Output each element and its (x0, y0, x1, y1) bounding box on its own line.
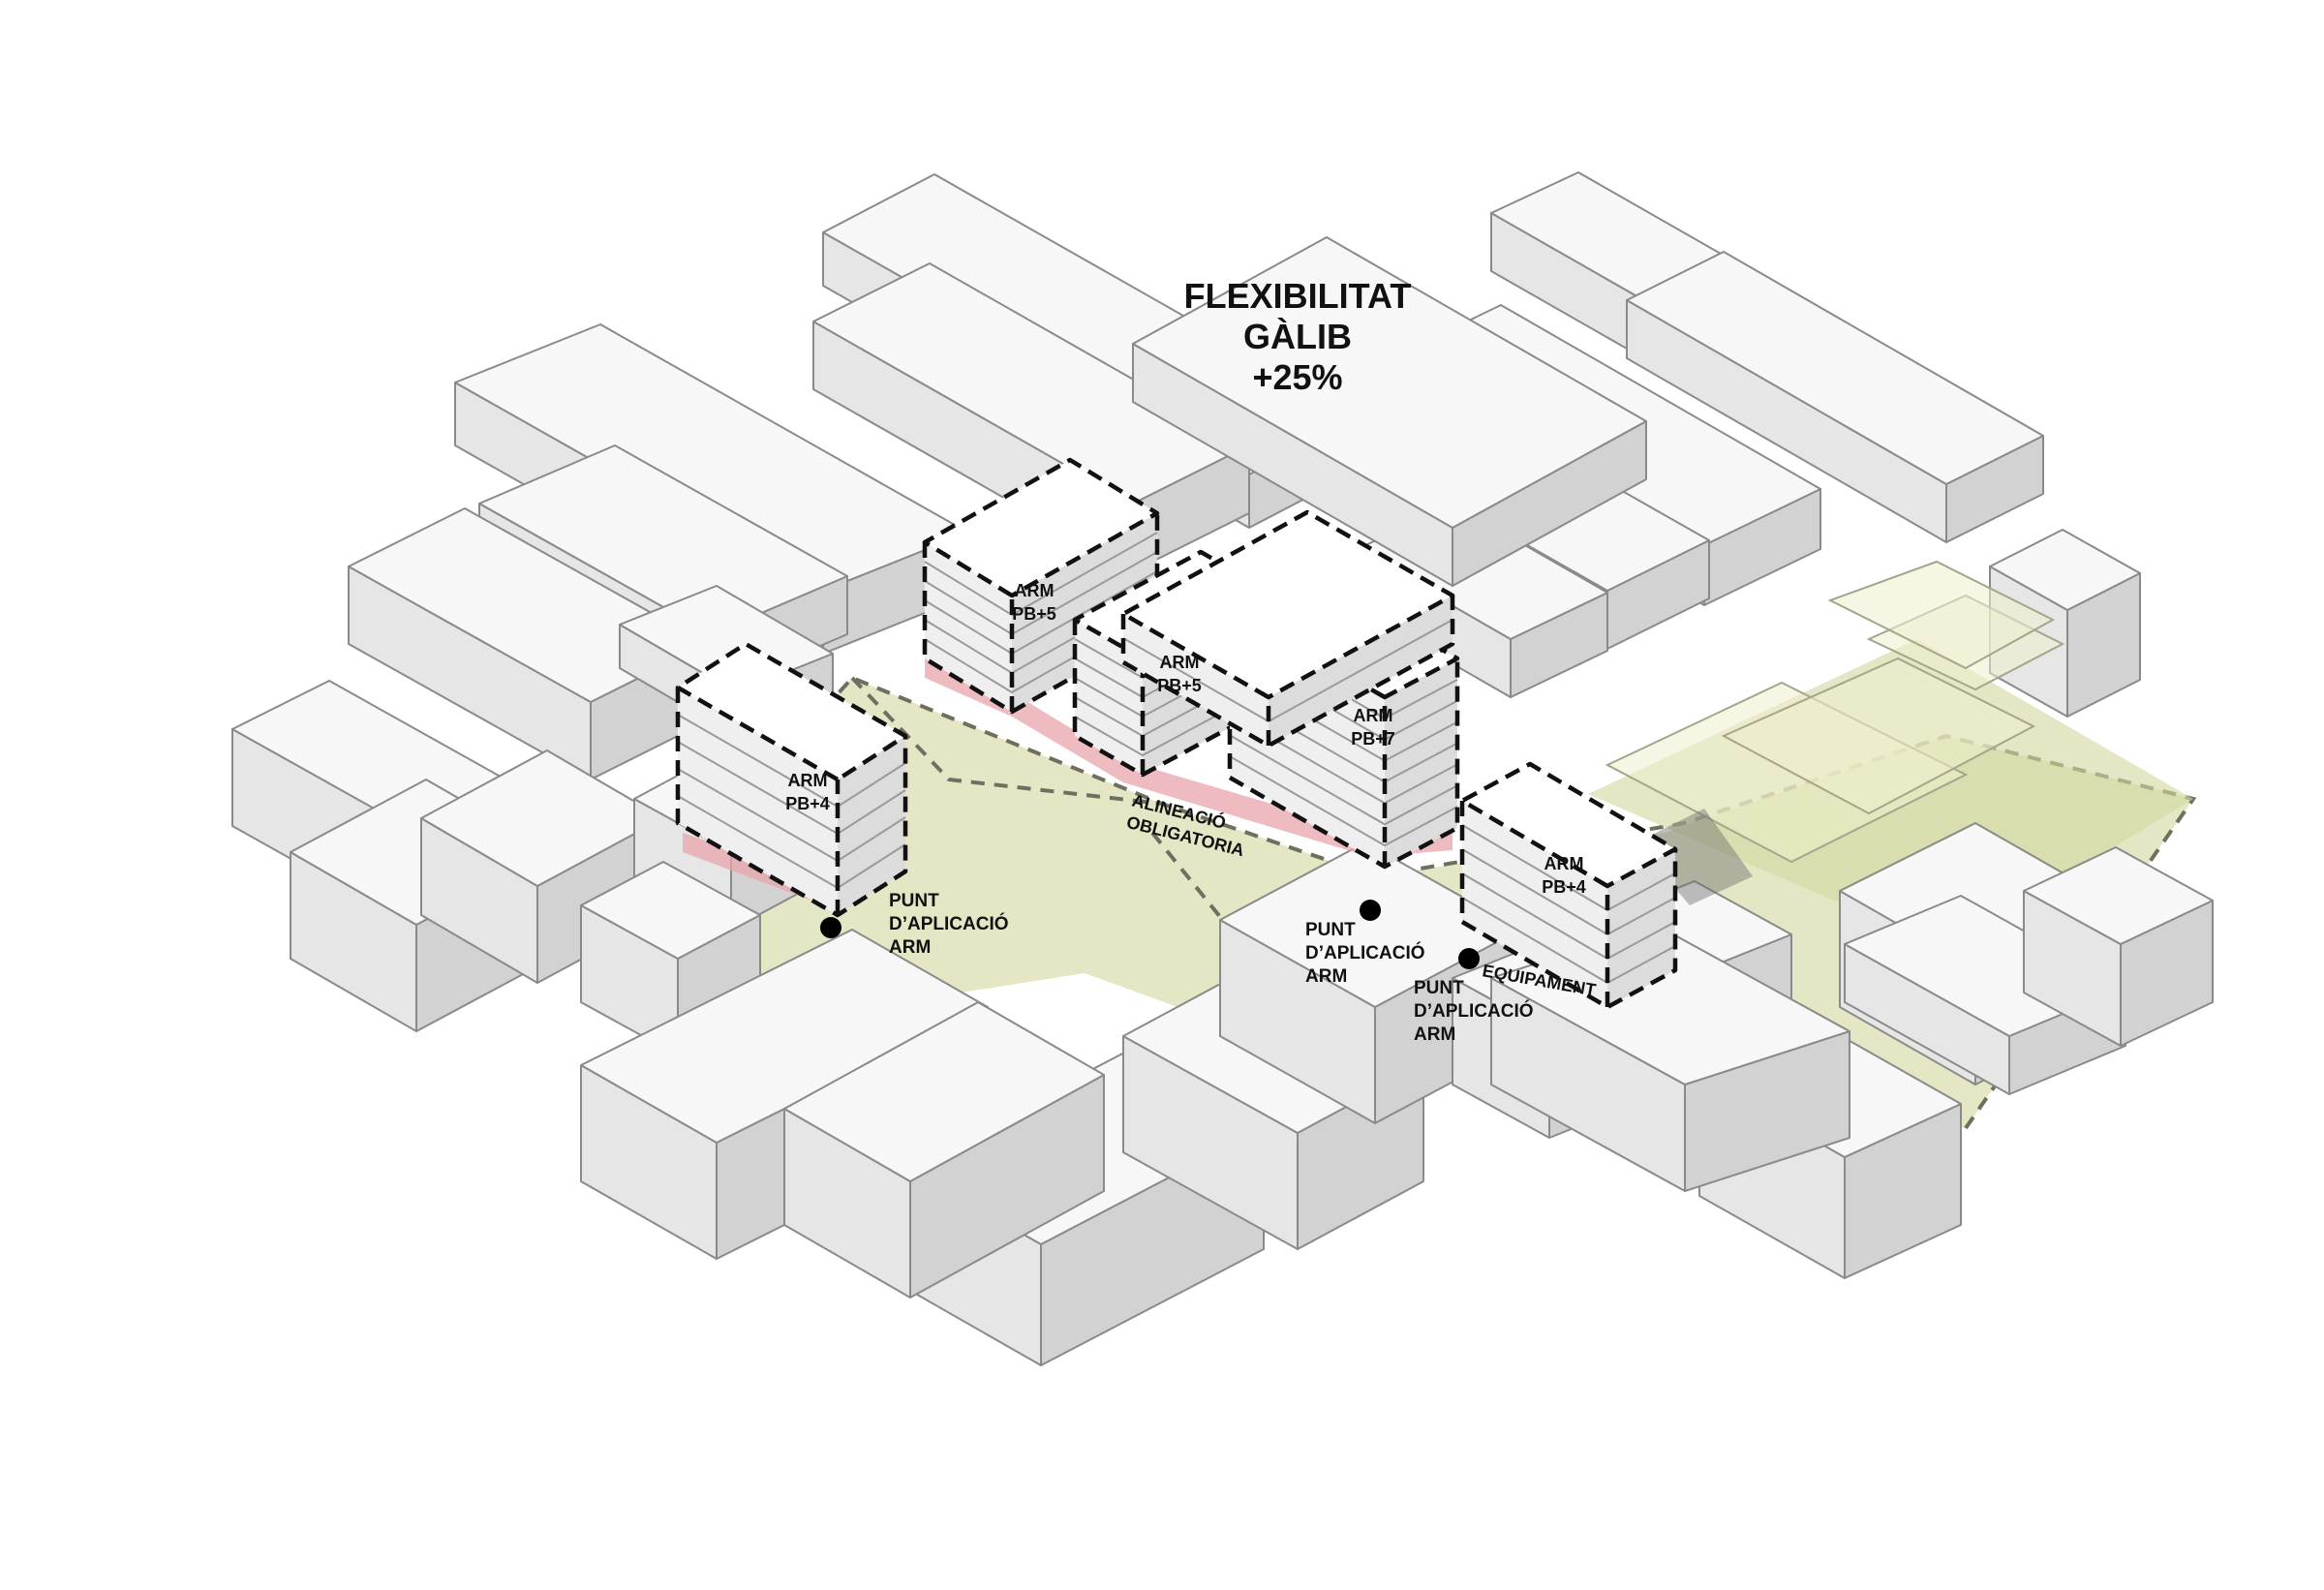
application-point-3-line-1: PUNT (1414, 978, 1464, 998)
building-far-left-3-roof (420, 749, 664, 887)
building-right-end (2023, 846, 2214, 1047)
building-rear-long-2-roof (812, 262, 1250, 505)
envelope-arm-pb4-right-face-left (1462, 801, 1607, 1007)
envelope-arm-pb4-right (1459, 761, 1678, 1010)
envelope-arm-pb5-a-outline-top (922, 457, 1160, 598)
building-rear-right-2 (1626, 251, 2044, 543)
envelope-arm-pb4-right-face-right (1607, 849, 1675, 1007)
arm-label-3-line-1: ARM (1354, 706, 1393, 725)
application-point-2-line-2: D’APLICACIÓ (1305, 942, 1425, 963)
building-front-3-roof (783, 1001, 1105, 1182)
application-point-2-line-3: ARM (1305, 966, 1347, 987)
envelope-arm-pb4-left-outline-top (675, 641, 908, 782)
envelope-arm-pb4-left-face-right (838, 736, 905, 915)
title-line-1: FLEXIBILITAT (1184, 276, 1412, 316)
arm-label-1-line-1: ARM (1015, 581, 1055, 600)
arm-label-2-line-2: PB+5 (1157, 676, 1202, 695)
arm-label-5-line-2: PB+4 (1542, 877, 1586, 897)
context-buildings (231, 171, 2214, 1366)
building-right-end-roof (2023, 846, 2214, 945)
envelope-arm-pb7-outline-top (1227, 566, 1460, 700)
building-front-3 (783, 1001, 1105, 1299)
envelope-arm-pb7-floor-line (1229, 734, 1458, 826)
application-point-1-dot (820, 917, 841, 938)
application-point-2-dot (1360, 900, 1381, 921)
arm-label-2-line-1: ARM (1160, 653, 1200, 672)
building-left-small-2-roof (580, 861, 761, 960)
envelope-arm-pb5-a-face-top (925, 460, 1157, 596)
envelope-alignment-slab-outline-sides (1120, 596, 1455, 749)
envelope-alignment-slab (1120, 509, 1455, 749)
application-point-1-line-3: ARM (889, 937, 931, 958)
application-point-1-line-2: D’APLICACIÓ (889, 913, 1009, 934)
envelope-arm-pb4-left (675, 641, 908, 918)
application-point-3-dot (1458, 948, 1480, 969)
building-left-row-1-roof (454, 323, 969, 592)
envelope-alignment-slab-outline-top (1120, 509, 1455, 700)
building-rear-right-2-roof (1626, 251, 2044, 485)
building-right-ghost-tower-roof (1989, 529, 2141, 611)
application-point-3-line-3: ARM (1414, 1024, 1455, 1045)
arm-label-4-line-1: ARM (788, 771, 828, 790)
title-line-2: GÀLIB (1243, 317, 1352, 356)
arm-label-1-line-2: PB+5 (1012, 604, 1056, 624)
arm-envelopes (675, 457, 1678, 1010)
arm-label-3-line-2: PB+7 (1351, 729, 1395, 749)
application-point-1-line-1: PUNT (889, 891, 939, 911)
building-front-5 (1219, 841, 1521, 1124)
envelope-arm-pb4-right-outline-sides (1459, 801, 1678, 1010)
application-point-2-line-1: PUNT (1305, 920, 1356, 940)
envelope-arm-pb4-left-face-top (678, 644, 905, 780)
envelope-arm-pb4-right-outline-top (1459, 761, 1678, 889)
envelope-arm-pb7-floor-line (1229, 755, 1458, 847)
building-center-slab-roof (1132, 236, 1647, 529)
title-line-3: +25% (1252, 357, 1342, 397)
arm-label-5-line-1: ARM (1544, 854, 1584, 873)
building-left-row-2-roof (478, 444, 848, 635)
arm-label-4-line-2: PB+4 (785, 794, 830, 813)
envelope-arm-pb4-left-face-left (678, 688, 838, 915)
envelope-arm-pb5-a (922, 457, 1160, 715)
ghost-buildings (1605, 560, 2065, 905)
application-point-3-line-2: D’APLICACIÓ (1414, 1000, 1534, 1022)
envelope-alignment-slab-face-top (1123, 512, 1452, 697)
envelope-arm-pb4-right-face-top (1462, 764, 1675, 886)
building-center-slab (1132, 236, 1647, 587)
